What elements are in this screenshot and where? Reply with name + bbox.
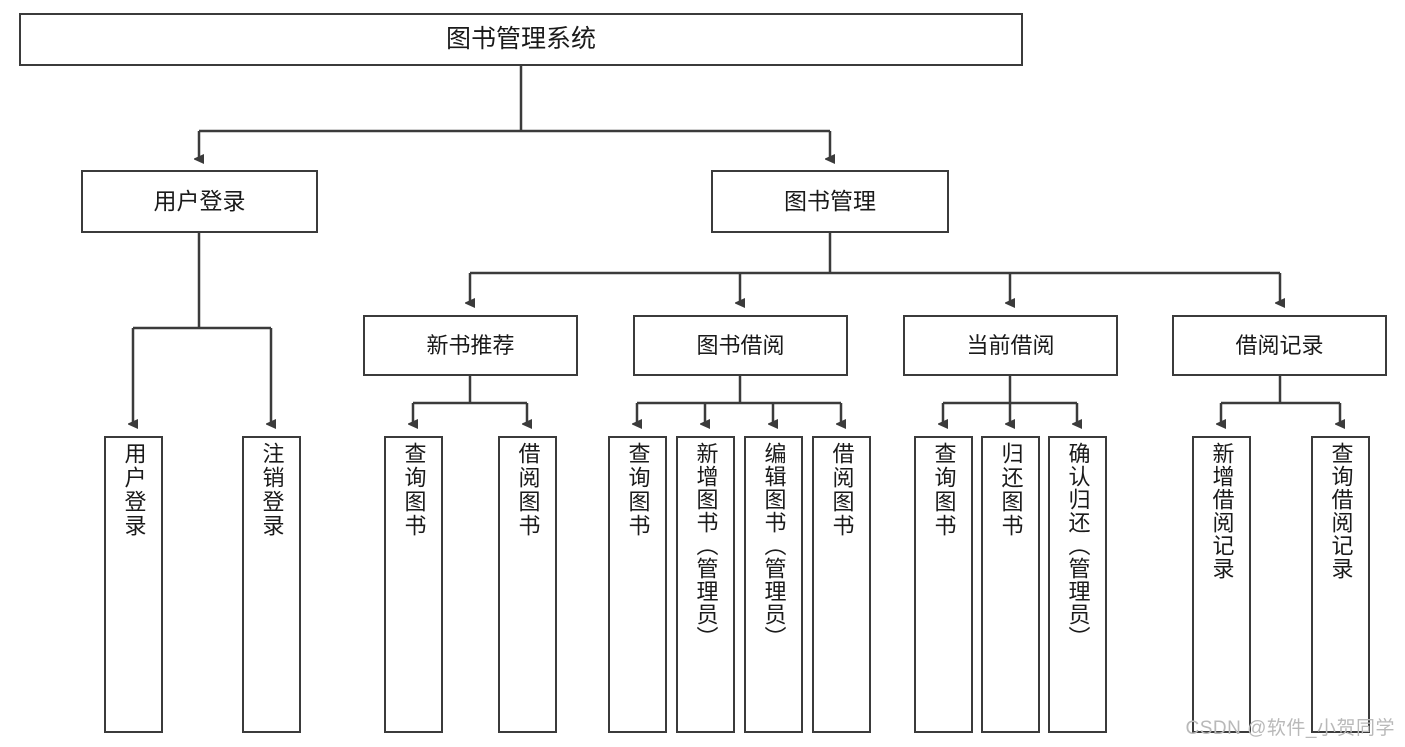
node-label: 当前借阅 (966, 332, 1055, 358)
csdn-watermark: CSDN @软件_小贺同学 (1185, 718, 1395, 739)
node-label: 查询图书 (625, 442, 651, 538)
leaf-add-borrow-record[interactable]: 新增借阅记录 (1192, 436, 1251, 733)
node-label: 查询图书 (401, 442, 427, 538)
node-user-login[interactable]: 用户登录 (81, 170, 318, 233)
node-label: 图书管理 (784, 187, 876, 214)
node-new-book-recommend[interactable]: 新书推荐 (363, 315, 578, 376)
node-book-management[interactable]: 图书管理 (711, 170, 949, 233)
node-label: 新书推荐 (426, 332, 515, 358)
leaf-query-book-borrow[interactable]: 查询图书 (608, 436, 667, 733)
leaf-query-book-recommend[interactable]: 查询图书 (384, 436, 443, 733)
leaf-edit-book[interactable]: 编辑图书（管理员） (744, 436, 803, 733)
node-label: 新增图书（管理员） (693, 442, 719, 649)
node-label: 图书管理系统 (445, 24, 596, 53)
leaf-borrow-book-recommend[interactable]: 借阅图书 (498, 436, 557, 733)
node-label: 编辑图书（管理员） (761, 442, 787, 649)
node-label: 用户登录 (153, 187, 246, 214)
leaf-query-book-current[interactable]: 查询图书 (914, 436, 973, 733)
leaf-user-logout[interactable]: 注销登录 (242, 436, 301, 733)
node-current-borrow[interactable]: 当前借阅 (903, 315, 1118, 376)
node-label: 用户登录 (121, 442, 147, 538)
node-label: 查询借阅记录 (1328, 442, 1354, 580)
node-label: 查询图书 (931, 442, 957, 538)
node-label: 注销登录 (259, 442, 285, 538)
node-label: 确认归还（管理员） (1065, 442, 1091, 649)
node-label: 新增借阅记录 (1209, 442, 1235, 580)
node-label: 图书借阅 (696, 332, 785, 358)
node-label: 借阅图书 (515, 442, 541, 538)
node-book-borrow[interactable]: 图书借阅 (633, 315, 848, 376)
node-label: 借阅记录 (1235, 332, 1324, 358)
leaf-add-book[interactable]: 新增图书（管理员） (676, 436, 735, 733)
leaf-query-borrow-record[interactable]: 查询借阅记录 (1311, 436, 1370, 733)
node-root-system[interactable]: 图书管理系统 (19, 13, 1023, 66)
leaf-user-login[interactable]: 用户登录 (104, 436, 163, 733)
node-borrow-record[interactable]: 借阅记录 (1172, 315, 1387, 376)
leaf-confirm-return[interactable]: 确认归还（管理员） (1048, 436, 1107, 733)
node-label: 借阅图书 (829, 442, 855, 538)
node-label: 归还图书 (998, 442, 1024, 538)
leaf-borrow-book[interactable]: 借阅图书 (812, 436, 871, 733)
leaf-return-book[interactable]: 归还图书 (981, 436, 1040, 733)
